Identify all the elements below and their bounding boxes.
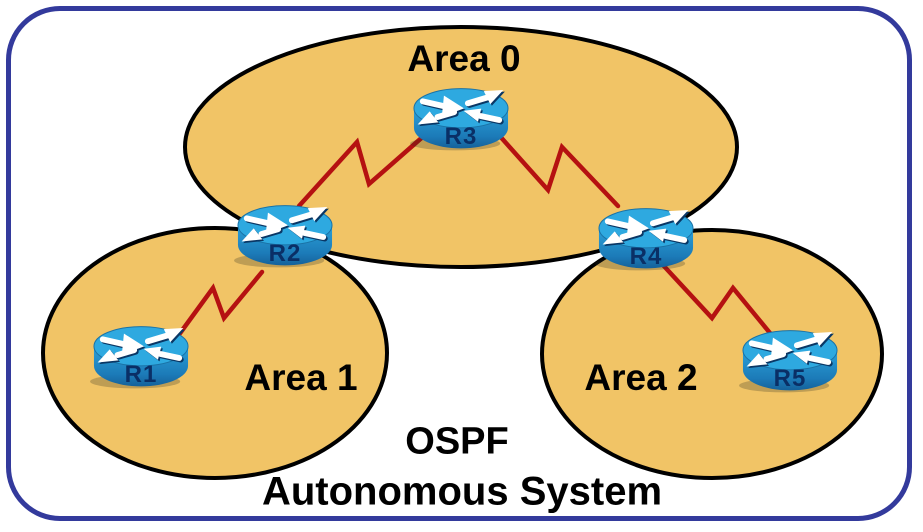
area-1-label: Area 1 — [244, 357, 358, 398]
router-r5: R5 — [741, 329, 839, 393]
link-r3-r4 — [495, 131, 621, 209]
link-r1-r2 — [175, 269, 265, 339]
router-label: R1 — [124, 361, 158, 388]
area-2-ellipse — [540, 228, 884, 480]
router-r1: R1 — [92, 325, 190, 389]
area-2-label: Area 2 — [584, 357, 698, 398]
router-label: R2 — [268, 240, 302, 267]
router-r4: R4 — [597, 207, 695, 271]
area-1-ellipse — [41, 226, 389, 480]
diagram-title-line1: OSPF — [405, 420, 509, 463]
as-boundary-frame — [6, 6, 912, 521]
link-r4-r5 — [659, 261, 773, 336]
router-r2: R2 — [236, 204, 334, 268]
router-r3: R3 — [412, 87, 510, 151]
link-r2-r3 — [296, 131, 429, 209]
router-label: R3 — [444, 123, 478, 150]
area-0-label: Area 0 — [407, 38, 521, 79]
router-label: R5 — [773, 365, 807, 392]
diagram-title-line2: Autonomous System — [261, 469, 663, 514]
router-label: R4 — [629, 243, 663, 270]
